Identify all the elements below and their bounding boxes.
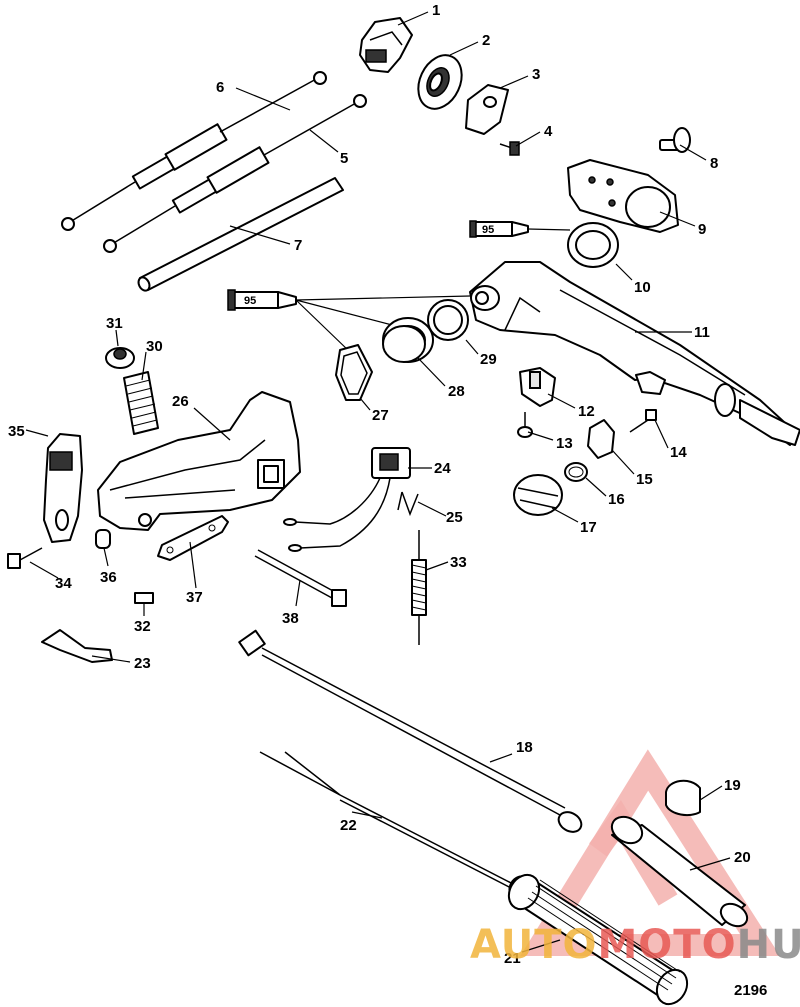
callout-26: 26: [172, 393, 189, 410]
part-4-screw: [499, 141, 520, 156]
part-38-bolt: [254, 549, 347, 607]
callout-29: 29: [480, 351, 497, 368]
part-7-rod: [137, 177, 344, 292]
watermark-hub: HUB: [737, 922, 800, 968]
part-31-cap: [105, 347, 135, 369]
callout-34: 34: [55, 575, 72, 592]
sealant-tube-lower: 95: [227, 289, 471, 353]
callout-13: 13: [556, 435, 573, 452]
part-27-seal: [335, 344, 373, 401]
part-14-screw: [629, 409, 657, 433]
callout-12: 12: [578, 403, 595, 420]
callout-28: 28: [448, 383, 465, 400]
part-5-gas-strut: [103, 94, 367, 253]
part-2-bushing: [417, 54, 463, 110]
part-13-screw: [517, 412, 533, 438]
part-22-harness: [259, 751, 516, 891]
part-29-ring: [427, 299, 469, 341]
part-17-knob: [513, 474, 563, 516]
callout-11: 11: [694, 324, 710, 341]
callout-8: 8: [710, 155, 718, 172]
watermark-auto: AUTO: [470, 922, 598, 968]
callout-24: 24: [434, 460, 451, 477]
callout-18: 18: [516, 739, 533, 756]
part-19-clip: [665, 779, 701, 817]
part-23-clip: [41, 629, 113, 663]
callout-27: 27: [372, 407, 389, 424]
callout-23: 23: [134, 655, 151, 672]
part-9-cover: [567, 159, 679, 233]
svg-text:AUTOMOTOHUB: AUTOMOTOHUB: [470, 922, 800, 968]
sealant-tube-upper: 95: [469, 220, 571, 238]
part-11-tiller-arm: [469, 261, 800, 446]
callout-17: 17: [580, 519, 597, 536]
callout-3: 3: [532, 66, 540, 83]
callout-32: 32: [134, 618, 151, 635]
part-3-plate: [465, 84, 509, 135]
callout-10: 10: [634, 279, 651, 296]
callout-16: 16: [608, 491, 625, 508]
callout-22: 22: [340, 817, 357, 834]
callout-37: 37: [186, 589, 203, 606]
callout-30: 30: [146, 338, 163, 355]
part-16-ring: [564, 462, 588, 482]
callout-15: 15: [636, 471, 653, 488]
part-8-bolt: [659, 127, 691, 153]
callout-19: 19: [724, 777, 741, 794]
callout-35: 35: [8, 423, 25, 440]
part-28-bushing: [382, 317, 434, 363]
sealant-label-upper: 95: [482, 224, 494, 236]
part-10-ring: [567, 222, 619, 268]
callout-25: 25: [446, 509, 463, 526]
part-21-grip: [507, 873, 689, 1006]
callout-31: 31: [106, 315, 123, 332]
part-30-spring: [123, 371, 159, 435]
callout-9: 9: [698, 221, 706, 238]
part-1-clamp: [359, 17, 413, 73]
figure-number: 2196: [734, 982, 767, 999]
callout-14: 14: [670, 444, 687, 461]
part-15-clip: [587, 419, 615, 459]
callout-6: 6: [216, 79, 224, 96]
watermark-moto: MOTO: [598, 922, 737, 968]
callout-2: 2: [482, 32, 490, 49]
sealant-label-lower: 95: [244, 295, 256, 307]
part-20-sleeve: [610, 815, 749, 928]
part-33-spring: [411, 530, 427, 645]
callout-7: 7: [294, 237, 302, 254]
callout-1: 1: [432, 2, 440, 19]
part-18-cable: [238, 629, 583, 833]
callout-38: 38: [282, 610, 299, 627]
part-25-clip: [397, 491, 419, 517]
part-36-pin: [95, 529, 111, 549]
callout-5: 5: [340, 150, 348, 167]
callout-20: 20: [734, 849, 751, 866]
part-32-key: [134, 592, 154, 604]
part-37-gasket: [157, 515, 229, 561]
part-26-bracket: [97, 391, 301, 531]
part-35-lever: [43, 433, 83, 543]
callout-labels: 1 2 3 4 5 6 7 8 9 10 11 12 13 14 15 16 1…: [8, 2, 751, 967]
part-6-gas-strut: [61, 71, 327, 231]
watermark-text: AUTOMOTOHUB: [470, 922, 800, 968]
callout-36: 36: [100, 569, 117, 586]
callout-21: 21: [504, 950, 521, 967]
callout-33: 33: [450, 554, 467, 571]
callout-4: 4: [544, 123, 553, 140]
leader-lines: [25, 11, 731, 953]
part-34-bolt: [7, 547, 43, 569]
part-12-bracket: [519, 367, 556, 407]
part-24-switch: [283, 447, 411, 552]
